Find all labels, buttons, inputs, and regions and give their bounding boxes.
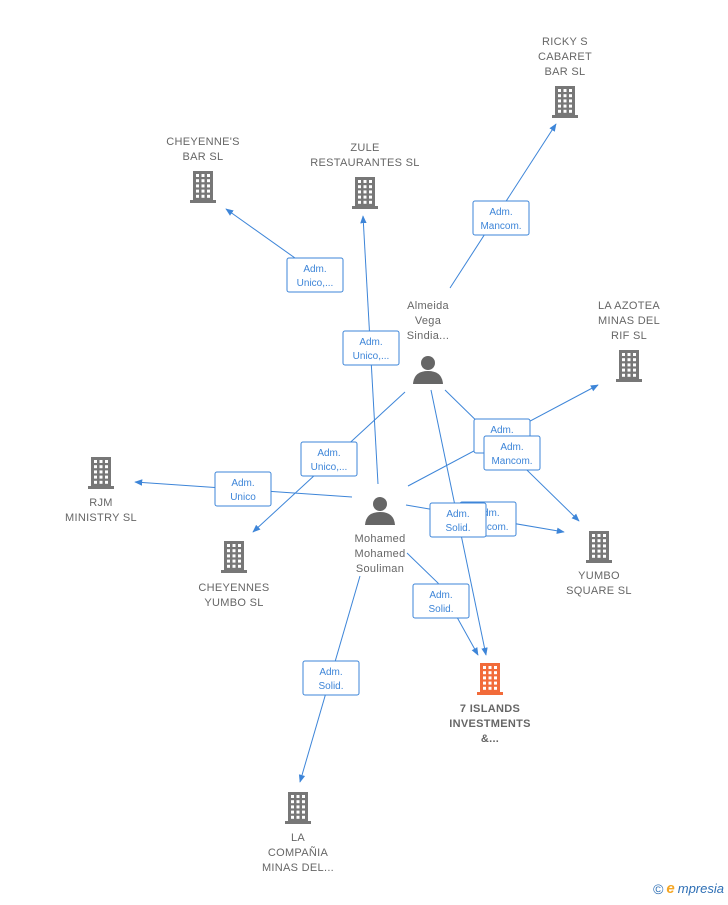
person-icon — [365, 497, 395, 525]
relation-label-mohamed-to-zule[interactable]: Adm. Unico,... — [342, 330, 400, 366]
node-name-line: LA AZOTEA — [598, 300, 660, 312]
relation-role-text: Unico,... — [353, 351, 390, 362]
relation-line-almeida-to-cheyennes_bar — [225, 208, 296, 259]
relation-label-almeida-to-cheyennes_yumbo[interactable]: Adm. Unico,... — [300, 441, 358, 477]
company-node-compania[interactable]: LA COMPAÑIA MINAS DEL... — [262, 792, 334, 874]
node-name-line: &... — [481, 733, 499, 745]
relation-role-text: Unico,... — [311, 462, 348, 473]
node-name-line: 7 ISLANDS — [460, 703, 520, 715]
relation-role-text: Adm. — [500, 442, 523, 453]
relation-role-text: Adm. — [231, 478, 254, 489]
relation-role-text: Adm. — [446, 509, 469, 520]
building-icon — [616, 350, 642, 382]
company-node-azotea[interactable]: LA AZOTEA MINAS DEL RIF SL — [598, 300, 660, 382]
relation-role-text: Adm. — [429, 590, 452, 601]
relation-role-text: Solid. — [445, 523, 470, 534]
relation-role-text: Adm. — [319, 667, 342, 678]
company-node-zule[interactable]: ZULE RESTAURANTES SL — [310, 142, 419, 209]
relation-role-text: Solid. — [428, 604, 453, 615]
node-name-line: RICKY S — [542, 36, 588, 48]
node-name-line: Almeida — [407, 300, 449, 312]
node-name-line: BAR SL — [545, 66, 586, 78]
relation-role-text: Unico,... — [297, 278, 334, 289]
node-name-line: RESTAURANTES SL — [310, 157, 419, 169]
nodes-layer: RICKY S CABARET BAR SL CHEYENNE'S BAR SL ZULE… — [65, 36, 660, 874]
node-name-line: Souliman — [356, 563, 404, 575]
node-name-line: SQUARE SL — [566, 585, 632, 597]
building-icon — [586, 531, 612, 563]
node-name-line: Vega — [415, 315, 442, 327]
company-node-cheyennes_bar[interactable]: CHEYENNE'S BAR SL — [166, 136, 240, 203]
building-icon — [190, 171, 216, 203]
relation-label-mohamed-to-seven_islands[interactable]: Adm. Solid. — [412, 583, 470, 619]
node-name-line: RIF SL — [611, 330, 647, 342]
brand-initial: e — [666, 880, 675, 897]
node-name-line: CHEYENNES — [198, 582, 269, 594]
building-icon — [221, 541, 247, 573]
relation-role-text: Solid. — [318, 681, 343, 692]
relation-role-text: Adm. — [490, 425, 513, 436]
relation-role-text: Unico — [230, 492, 256, 503]
node-name-line: LA — [291, 832, 305, 844]
building-icon — [88, 457, 114, 489]
relation-role-text: Mancom. — [467, 522, 508, 533]
node-name-line: YUMBO — [578, 570, 620, 582]
person-node-almeida[interactable]: AlmeidaVegaSindia... — [407, 300, 450, 384]
relation-label-mohamed-to-rjm[interactable]: Adm. Unico — [214, 471, 272, 507]
node-name-line: RJM — [89, 497, 113, 509]
relation-role-text: Adm. — [476, 508, 499, 519]
building-icon — [285, 792, 311, 824]
building-icon — [477, 663, 503, 695]
brand-name: mpresia — [677, 881, 724, 896]
node-name-line: MINISTRY SL — [65, 512, 137, 524]
edges-layer: Adm.Unico,...Adm.Mancom.Adm.Unico,...Adm… — [134, 123, 599, 783]
building-icon — [552, 86, 578, 118]
copyright-symbol: © — [653, 880, 664, 897]
relation-role-text: Adm. — [303, 264, 326, 275]
node-name-line: INVESTMENTS — [449, 718, 531, 730]
person-icon — [413, 356, 443, 384]
node-name-line: MINAS DEL... — [262, 862, 334, 874]
company-node-seven_islands[interactable]: 7 ISLANDS INVESTMENTS &... — [449, 663, 531, 745]
node-name-line: Sindia... — [407, 330, 449, 342]
node-name-line: COMPAÑIA — [268, 846, 329, 859]
company-node-cheyennes_yumbo[interactable]: CHEYENNES YUMBO SL — [198, 541, 269, 609]
relation-role-text: Adm. — [489, 207, 512, 218]
company-node-yumbo_square[interactable]: YUMBO SQUARE SL — [566, 531, 632, 597]
relation-label-mohamed-to-compania[interactable]: Adm. Solid. — [302, 660, 360, 696]
node-name-line: BAR SL — [183, 151, 224, 163]
node-name-line: CHEYENNE'S — [166, 136, 240, 148]
node-name-line: Mohamed — [354, 533, 405, 545]
node-name-line: ZULE — [350, 142, 379, 154]
relation-label-almeida-to-ricky[interactable]: Adm. Mancom. — [472, 200, 530, 236]
relation-label-almeida-to-yumbo_square[interactable]: Adm. Mancom. — [483, 435, 541, 471]
relation-role-text: Mancom. — [491, 456, 532, 467]
node-name-line: MINAS DEL — [598, 315, 660, 327]
node-name-line: CABARET — [538, 51, 592, 63]
relation-role-text: Adm. — [359, 337, 382, 348]
node-name-line: Mohamed — [354, 548, 405, 560]
building-icon — [352, 177, 378, 209]
relation-label-almeida-to-cheyennes_bar[interactable]: Adm. Unico,... — [286, 257, 344, 293]
relation-role-text: Mancom. — [480, 221, 521, 232]
relation-role-text: Adm. — [317, 448, 340, 459]
company-node-ricky[interactable]: RICKY S CABARET BAR SL — [538, 36, 592, 118]
relation-label-almeida-to-seven_islands[interactable]: Adm. Solid. — [429, 502, 487, 538]
node-name-line: YUMBO SL — [204, 597, 263, 609]
company-node-rjm[interactable]: RJM MINISTRY SL — [65, 457, 137, 524]
relation-line-mohamed-to-seven_islands — [406, 552, 479, 656]
